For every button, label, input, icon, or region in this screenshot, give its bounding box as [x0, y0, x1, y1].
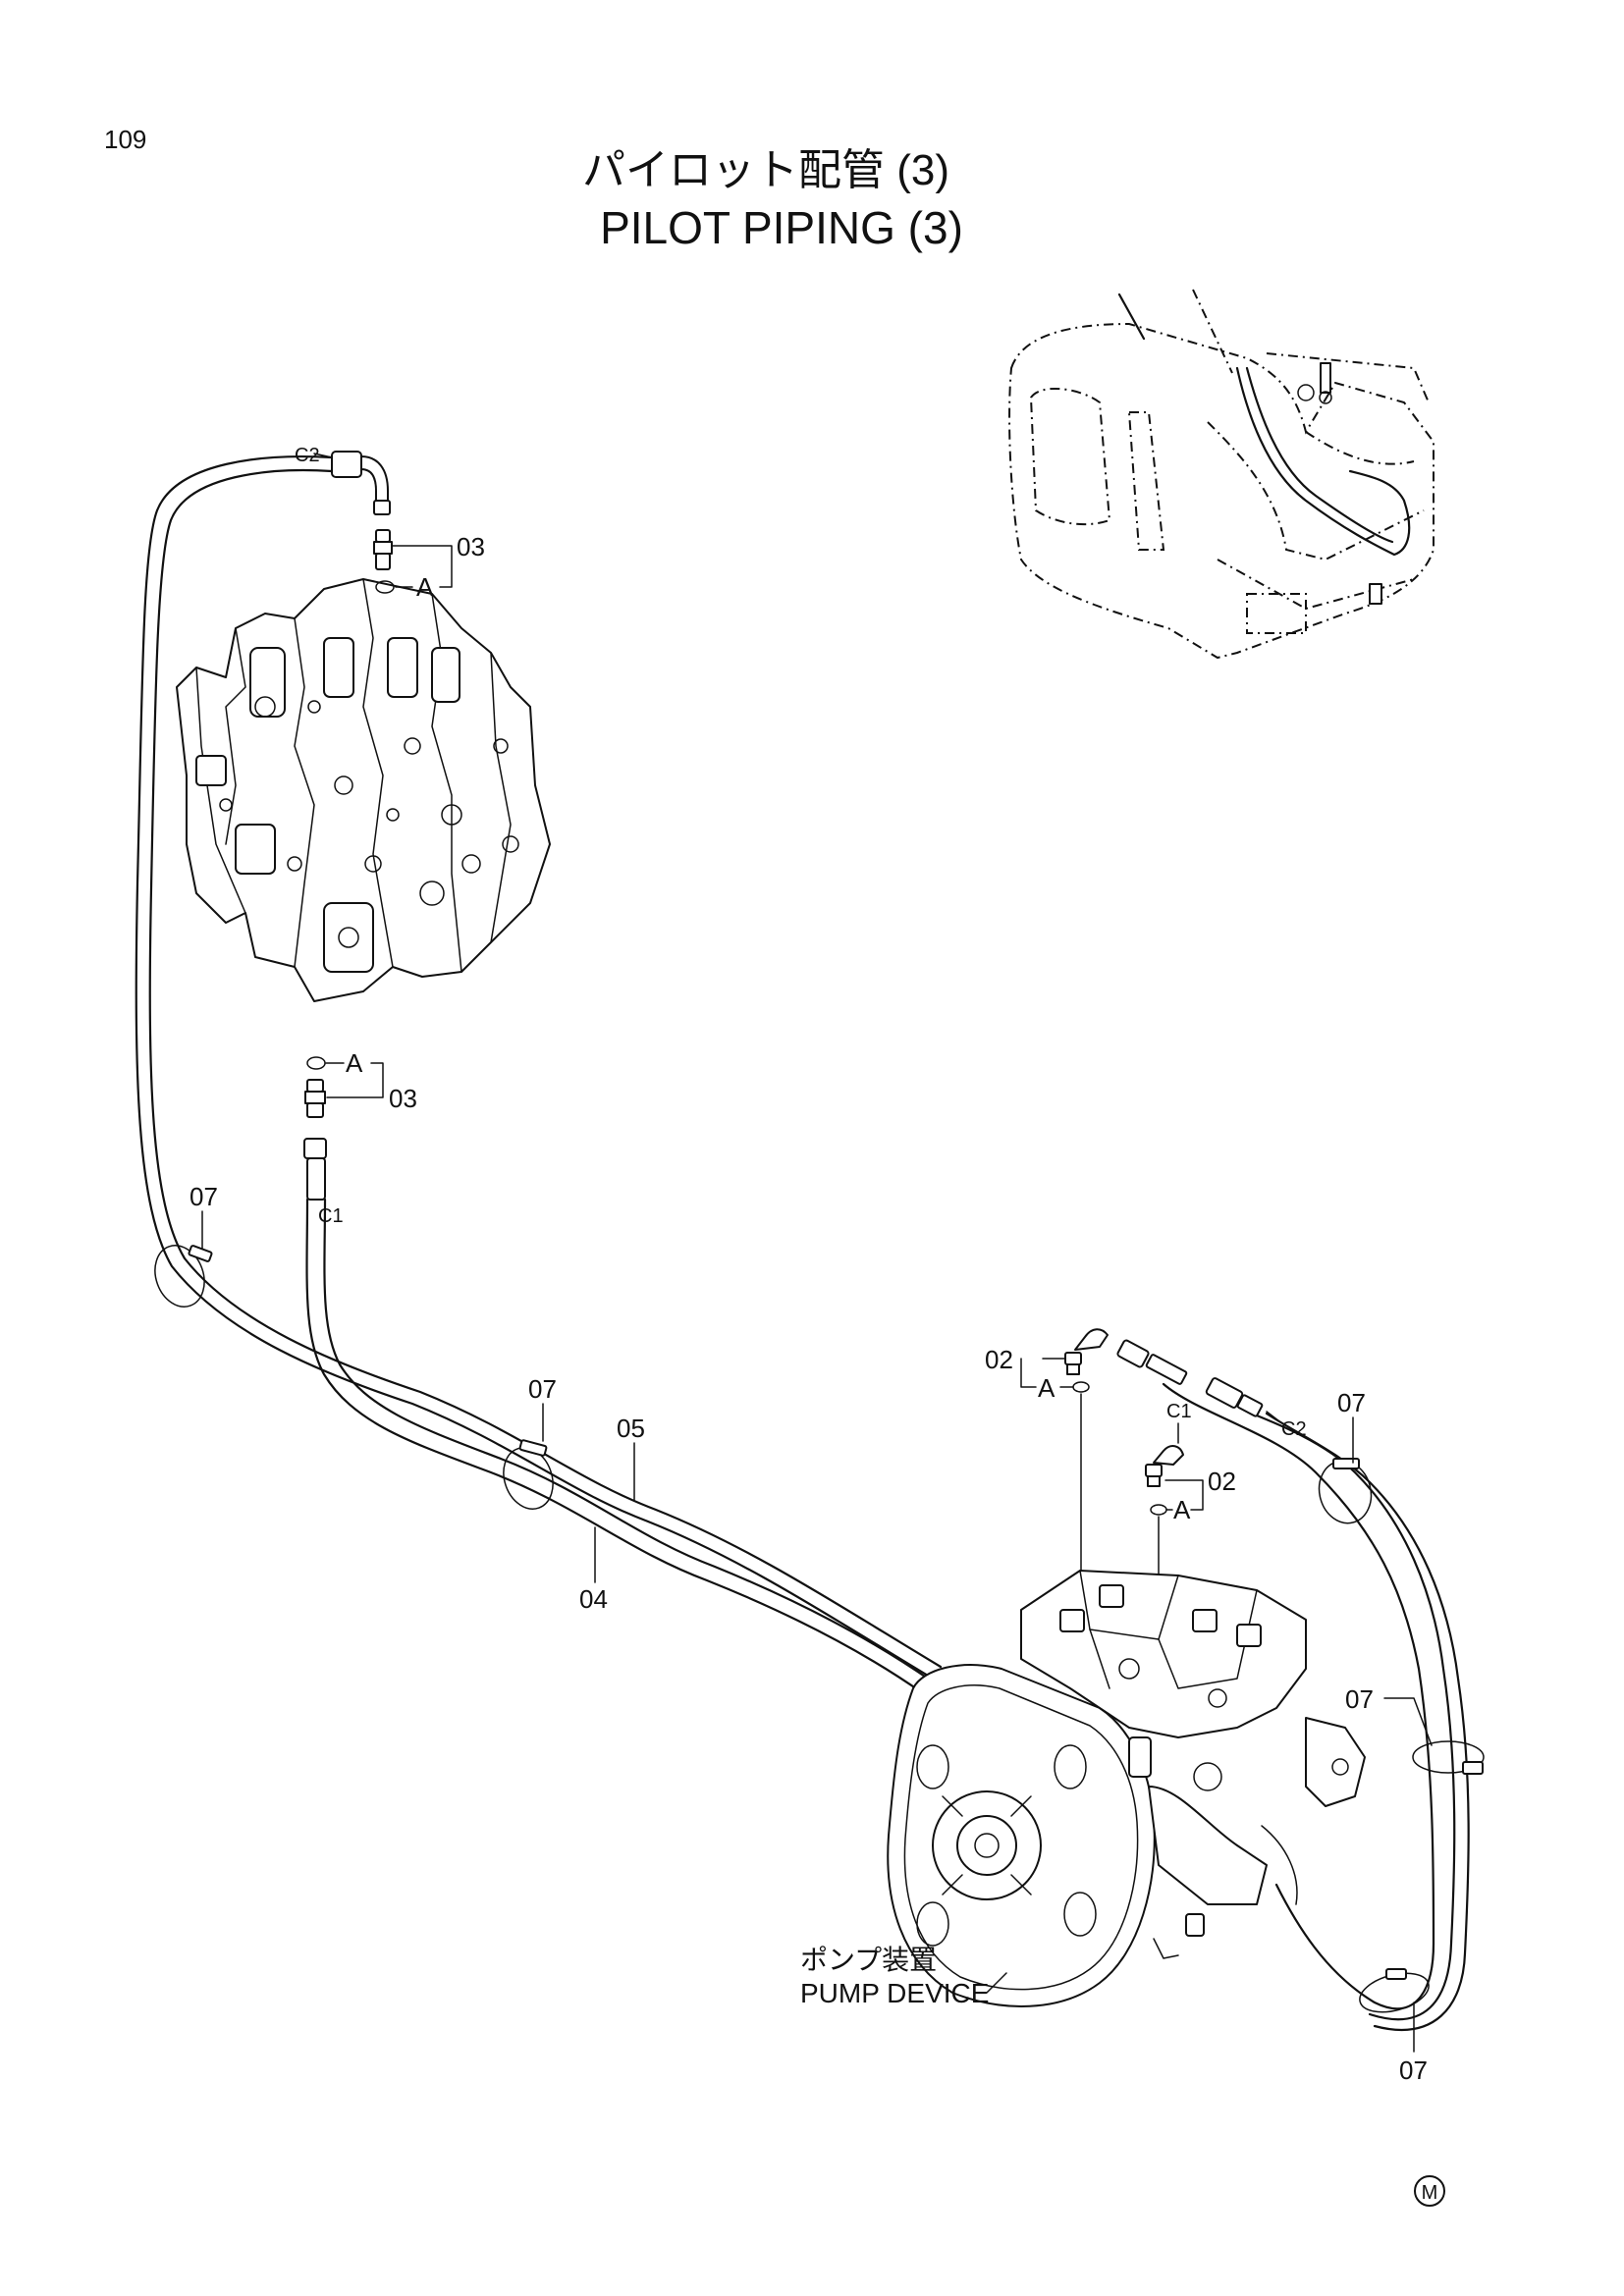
callout-07-middle: 07 [528, 1374, 557, 1404]
right-fitting-group [1064, 1328, 1264, 1611]
excavator-locator-illustration [1008, 289, 1435, 660]
callout-a-right-bottom: A [1173, 1495, 1191, 1524]
callout-07-right-middle: 07 [1345, 1684, 1374, 1714]
callout-04: 04 [579, 1584, 608, 1614]
callout-07-right-bottom: 07 [1399, 2056, 1428, 2085]
callout-02-top: 02 [985, 1345, 1013, 1374]
callout-leaders [201, 453, 1433, 2053]
hose-04 [305, 1198, 933, 1695]
callout-a-right-top: A [1038, 1373, 1056, 1403]
callout-07-right-top: 07 [1337, 1388, 1366, 1417]
callout-c2-right: C2 [1281, 1418, 1307, 1440]
pump-label-japanese: ポンプ装置 [800, 1945, 937, 1975]
clamp-07-middle [503, 1439, 554, 1510]
title-english: PILOT PIPING (3) [600, 202, 963, 253]
callout-a-top: A [416, 572, 434, 602]
callout-03-bottom: 03 [389, 1084, 417, 1113]
control-valve-assembly [176, 578, 551, 1002]
clamp-07-left [154, 1245, 213, 1308]
callout-07-left: 07 [189, 1182, 218, 1211]
page-number: 109 [104, 125, 146, 154]
callout-c1-left: C1 [318, 1205, 344, 1227]
clamp-07-right-middle [1412, 1740, 1485, 1775]
footer-mark-letter: M [1422, 2182, 1438, 2204]
callout-c1-right: C1 [1166, 1401, 1192, 1422]
pump-device-assembly [887, 1570, 1366, 2007]
clamp-07-right-top [1318, 1458, 1373, 1524]
top-fitting-group [331, 451, 395, 594]
callout-03-top: 03 [457, 532, 485, 561]
callout-02-right: 02 [1208, 1467, 1236, 1496]
callout-c2-top: C2 [295, 445, 320, 466]
callout-05: 05 [617, 1414, 645, 1443]
hose-05 [135, 455, 943, 1681]
clamp-07-right-bottom [1359, 1968, 1430, 2013]
bottom-fitting-group [303, 1056, 327, 1201]
title-japanese: パイロット配管 (3) [582, 146, 949, 194]
callout-a-bottom: A [346, 1048, 363, 1078]
footer-mark: M [1414, 2175, 1445, 2207]
pump-label-english: PUMP DEVICE [800, 1978, 989, 2008]
